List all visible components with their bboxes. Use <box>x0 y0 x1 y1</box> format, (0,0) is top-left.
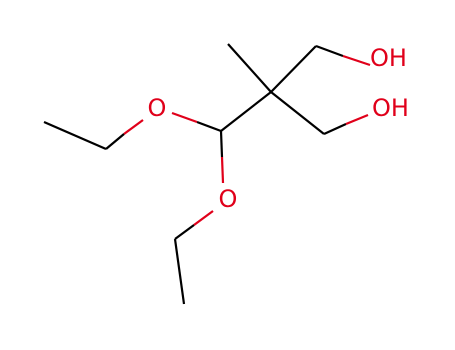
bond-o-left-ethyl-b <box>105 133 125 150</box>
bond-qc-ch2-mid <box>270 91 325 135</box>
bond-o-bottom-ethyl-a <box>193 210 214 226</box>
bond-ch2-top-o-a <box>315 44 344 58</box>
bond-qc-ch2-top <box>270 45 317 93</box>
bond-qc-acetal <box>220 91 272 132</box>
bond-methyl <box>227 43 272 93</box>
bond-ch2-mid-o-b <box>345 113 369 126</box>
bond-o-bottom-ethyl-b <box>174 224 195 240</box>
bond-acetal-o-bottom-b <box>220 156 225 184</box>
bond-ethyl-left-ch3 <box>43 120 107 151</box>
bond-ethyl-bottom-ch3 <box>173 238 186 305</box>
atom-label-o-ether-left: O <box>148 94 167 122</box>
bond-o-left-ethyl-a <box>123 119 144 135</box>
atom-label-o-ether-bottom: O <box>219 185 238 213</box>
atom-label-o-hydroxyl-mid: OH <box>372 94 409 122</box>
bond-ch2-mid-o-a <box>323 122 347 136</box>
bond-ch2-top-o-b <box>342 54 371 67</box>
bond-acetal-o-left-a <box>196 120 222 133</box>
atom-label-o-hydroxyl-top: OH <box>370 44 407 72</box>
bond-acetal-o-bottom-a <box>219 130 224 158</box>
bond-acetal-o-left-b <box>171 111 198 124</box>
